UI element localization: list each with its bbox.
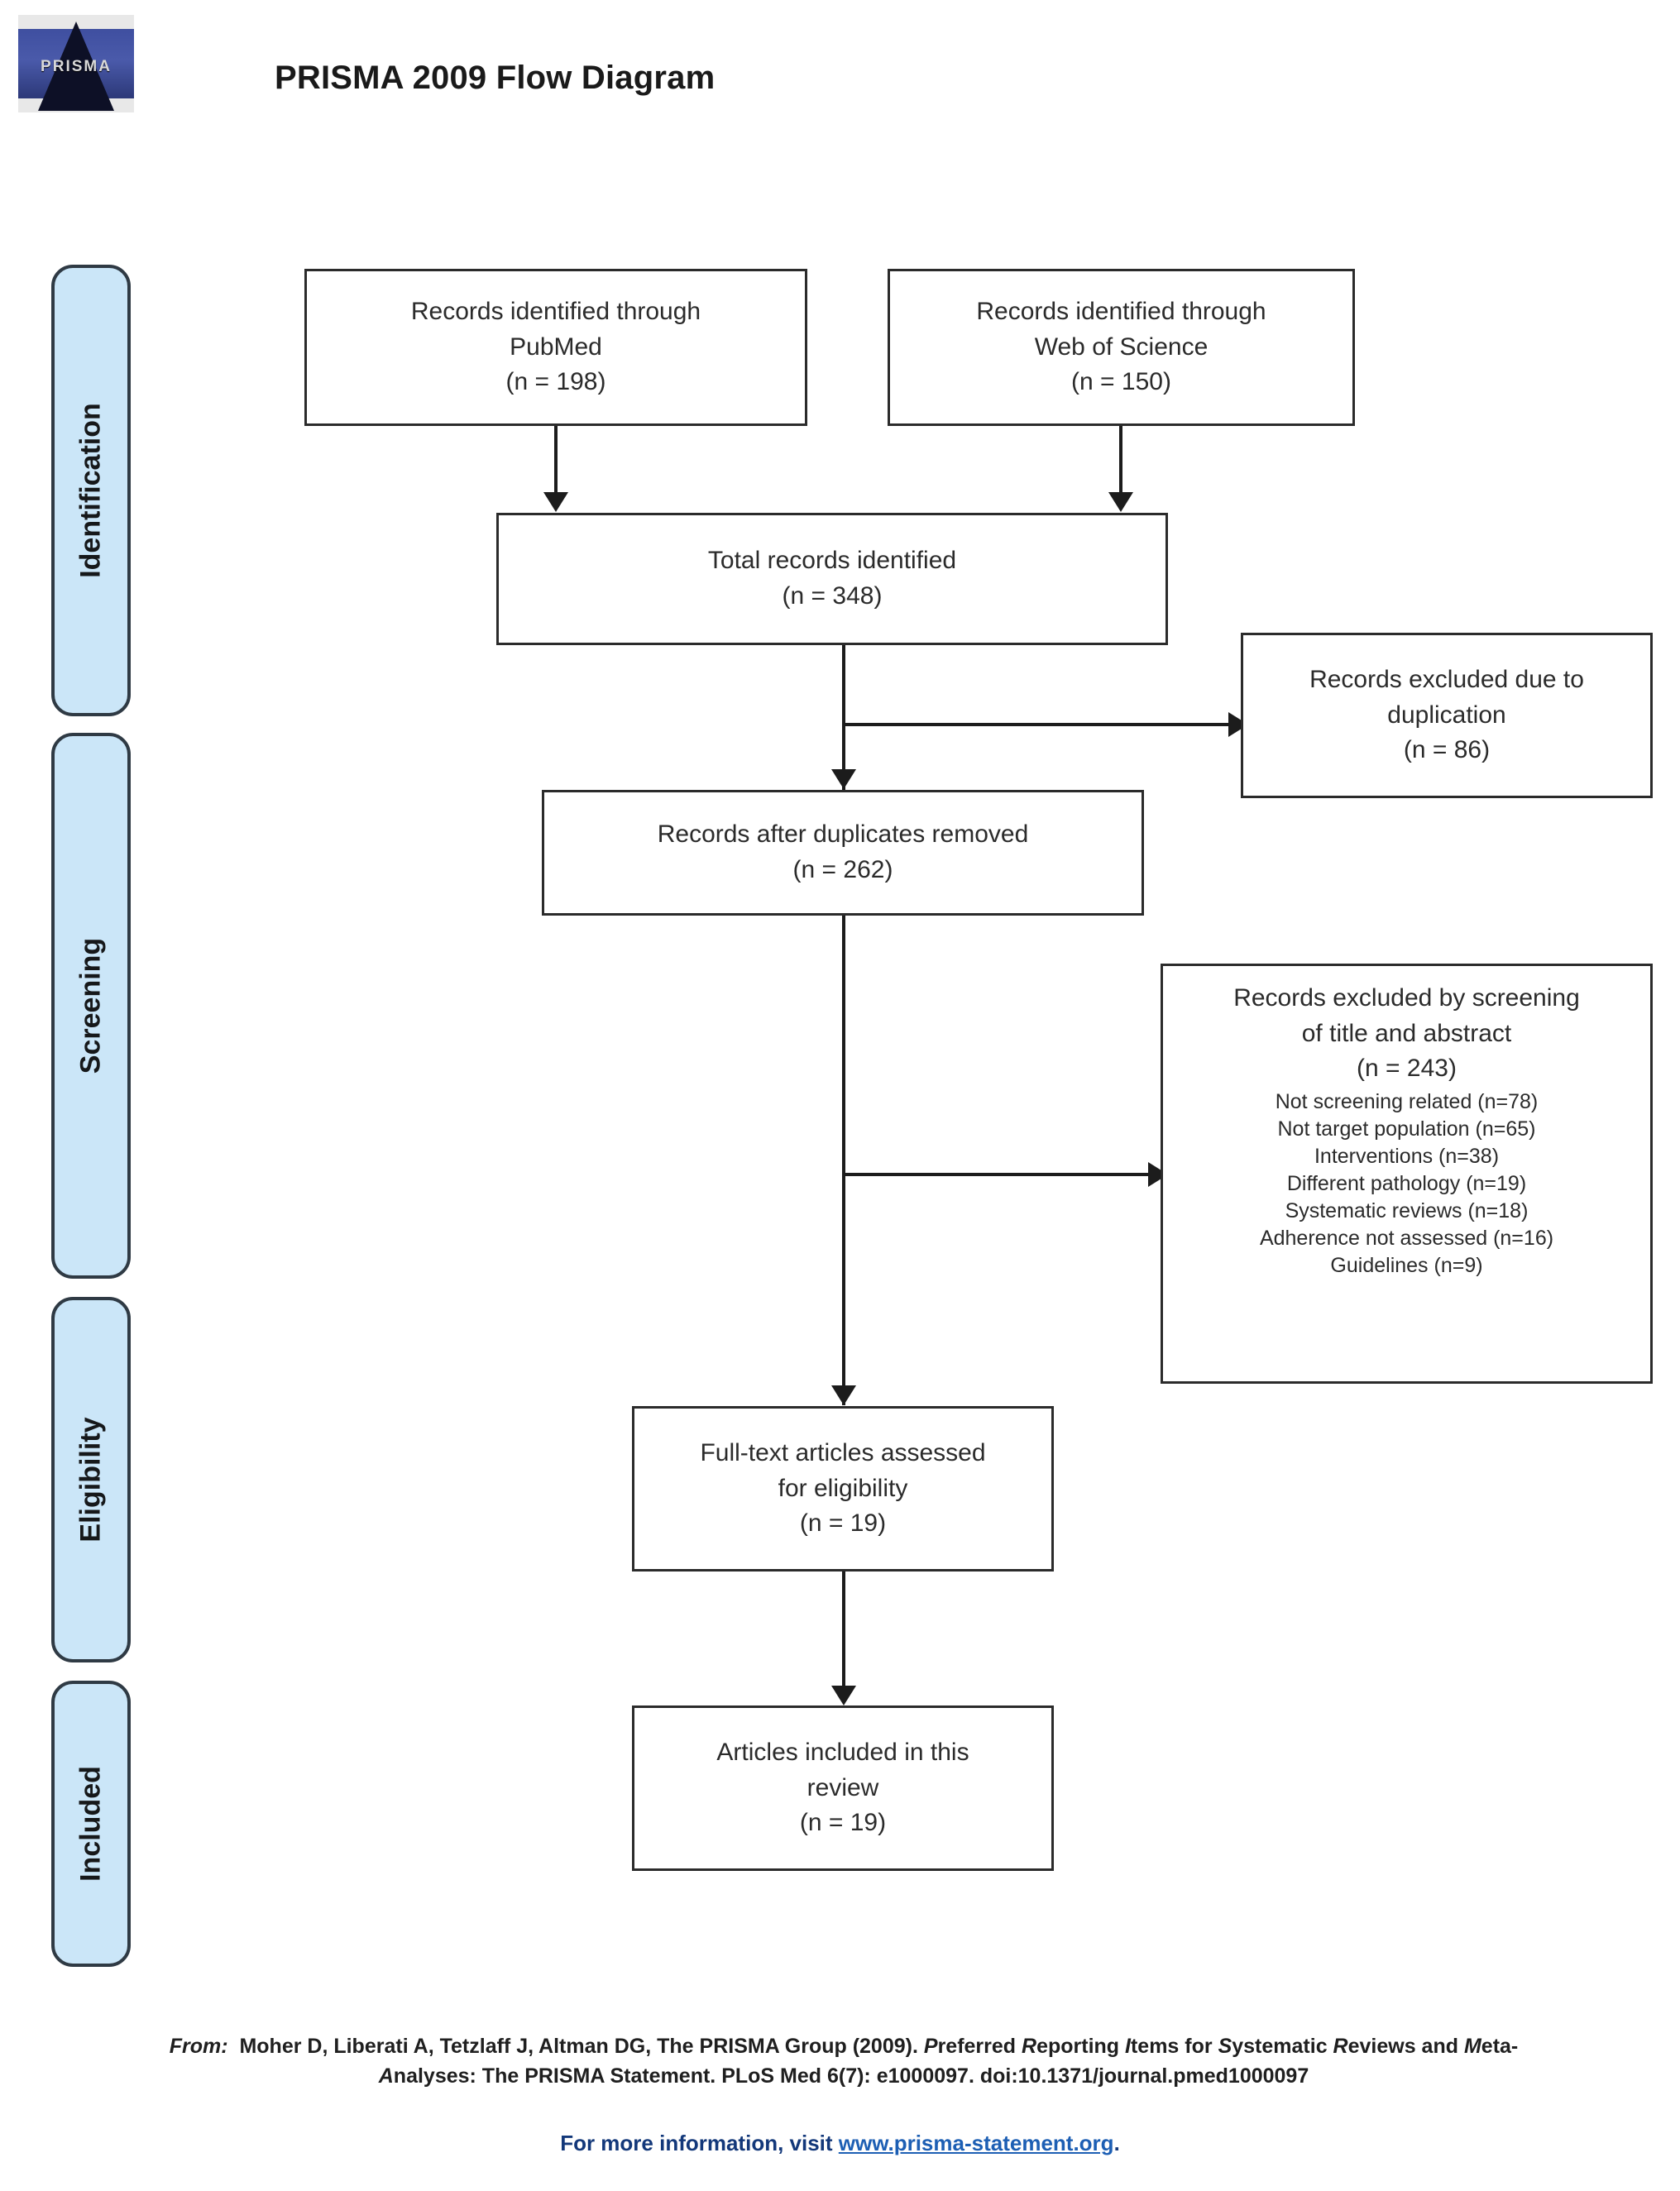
box-articles-included: Articles included in this review (n = 19… <box>632 1705 1054 1871</box>
exclusion-reason-item: Guidelines (n=9) <box>1330 1253 1483 1277</box>
citation-plain-referred: referred <box>937 2035 1022 2058</box>
arrowhead-wos-to-total <box>1108 492 1133 512</box>
box-records-identified-pubmed: Records identified through PubMed (n = 1… <box>304 269 807 426</box>
more-information-line: For more information, visit www.prisma-s… <box>0 2131 1680 2156</box>
citation-plain-tems: tems for <box>1130 2035 1218 2058</box>
box-total-line1: Total records identified <box>707 547 957 575</box>
box-included-line1: Articles included in this <box>716 1739 969 1767</box>
prisma-logo: PRISMA <box>18 15 134 112</box>
citation-from-label: From: <box>169 2035 228 2058</box>
box-after-duplicates-line1: Records after duplicates removed <box>657 820 1029 849</box>
screening-exclusion-reason-list: Not screening related (n=78) Not target … <box>1173 1088 1640 1280</box>
stage-box-eligibility: Eligibility <box>51 1297 131 1662</box>
box-fulltext-articles-assessed: Full-text articles assessed for eligibil… <box>632 1406 1054 1571</box>
citation-italic-r: R <box>1022 2035 1037 2058</box>
box-pubmed-line2: PubMed <box>510 332 602 361</box>
citation-plain-eporting: eporting <box>1036 2035 1126 2058</box>
box-records-excluded-screening: Records excluded by screening of title a… <box>1161 964 1653 1384</box>
connector-pubmed-to-total <box>554 426 558 492</box>
citation-italic-i: I <box>1125 2035 1131 2058</box>
box-screening-excl-count: (n = 243) <box>1357 1055 1457 1083</box>
exclusion-reason-item: Adherence not assessed (n=16) <box>1259 1226 1554 1250</box>
exclusion-reason-item: Interventions (n=38) <box>1314 1144 1500 1168</box>
stage-label-eligibility: Eligibility <box>74 1417 107 1543</box>
connector-after-duplicates-to-fulltext <box>842 916 845 1405</box>
box-records-after-duplicates-removed: Records after duplicates removed (n = 26… <box>542 790 1144 916</box>
citation-italic-s: S <box>1218 2035 1232 2058</box>
box-duplication-line2: duplication <box>1387 701 1506 729</box>
box-included-line2: review <box>806 1773 879 1801</box>
box-screening-excl-line1: Records excluded by screening <box>1233 984 1580 1012</box>
logo-triangle-icon <box>38 22 114 111</box>
stage-box-screening: Screening <box>51 733 131 1279</box>
citation-italic-p: P <box>923 2035 938 2058</box>
stage-box-identification: Identification <box>51 265 131 716</box>
exclusion-reason-item: Not screening related (n=78) <box>1275 1089 1539 1113</box>
citation-authors: Moher D, Liberati A, Tetzlaff J, Altman … <box>239 2035 918 2058</box>
page-title: PRISMA 2009 Flow Diagram <box>275 60 716 96</box>
citation-plain-ystematic: ystematic <box>1232 2035 1333 2058</box>
box-total-count: (n = 348) <box>782 582 883 610</box>
stage-label-identification: Identification <box>74 403 107 578</box>
box-fulltext-line1: Full-text articles assessed <box>700 1439 986 1467</box>
logo-text: PRISMA <box>41 58 112 75</box>
connector-wos-to-total <box>1119 426 1122 492</box>
citation-plain-eviews: eviews and <box>1347 2035 1464 2058</box>
exclusion-reason-item: Not target population (n=65) <box>1277 1117 1536 1141</box>
arrowhead-after-duplicates-to-fulltext <box>831 1385 856 1405</box>
stage-label-included: Included <box>74 1766 107 1882</box>
citation-italic-r2: R <box>1333 2035 1348 2058</box>
box-duplication-line1: Records excluded due to <box>1309 666 1584 694</box>
citation-italic-m: M <box>1463 2035 1481 2058</box>
box-fulltext-count: (n = 19) <box>799 1509 887 1538</box>
box-wos-count: (n = 150) <box>1071 368 1171 396</box>
more-info-suffix: . <box>1113 2131 1120 2155</box>
box-included-count: (n = 19) <box>799 1809 887 1837</box>
box-records-excluded-duplication: Records excluded due to duplication (n =… <box>1241 633 1653 798</box>
connector-total-to-after-duplicates <box>842 645 845 790</box>
arrowhead-pubmed-to-total <box>543 492 568 512</box>
arrowhead-fulltext-to-included <box>831 1686 856 1705</box>
citation-plain-eta: eta- <box>1481 2035 1519 2058</box>
box-wos-line2: Web of Science <box>1034 332 1209 361</box>
box-wos-line1: Records identified through <box>976 298 1266 326</box>
connector-fulltext-to-included <box>842 1571 845 1696</box>
citation-line2: nalyses: The PRISMA Statement. PLoS Med … <box>393 2064 1309 2088</box>
stage-box-included: Included <box>51 1681 131 1967</box>
citation-italic-a: A <box>378 2064 394 2088</box>
box-pubmed-count: (n = 198) <box>505 368 606 396</box>
prisma-statement-link[interactable]: www.prisma-statement.org <box>838 2131 1114 2155</box>
citation-text: From: Moher D, Liberati A, Tetzlaff J, A… <box>58 2031 1630 2092</box>
connector-after-duplicates-to-screening-exclusion <box>842 1173 1148 1176</box>
box-total-records-identified: Total records identified (n = 348) <box>496 513 1168 645</box>
more-info-prefix: For more information, visit <box>560 2131 839 2155</box>
exclusion-reason-item: Different pathology (n=19) <box>1286 1171 1527 1195</box>
box-pubmed-line1: Records identified through <box>410 298 701 326</box>
box-duplication-count: (n = 86) <box>1403 736 1491 764</box>
stage-label-screening: Screening <box>74 937 107 1074</box>
box-fulltext-line2: for eligibility <box>778 1474 908 1502</box>
arrowhead-total-to-after-duplicates <box>831 769 856 789</box>
box-screening-excl-line2: of title and abstract <box>1301 1019 1512 1047</box>
box-after-duplicates-count: (n = 262) <box>792 856 893 883</box>
connector-total-to-duplication <box>842 723 1228 726</box>
exclusion-reason-item: Systematic reviews (n=18) <box>1285 1198 1529 1222</box>
box-records-identified-wos: Records identified through Web of Scienc… <box>888 269 1355 426</box>
